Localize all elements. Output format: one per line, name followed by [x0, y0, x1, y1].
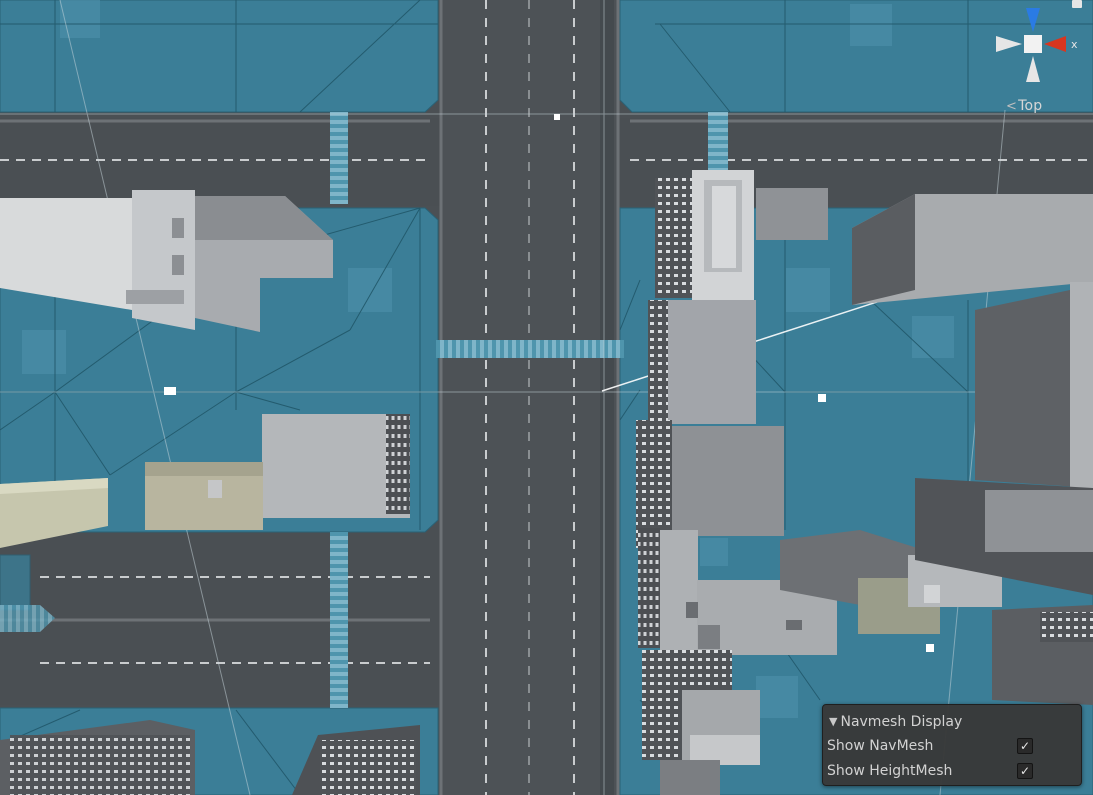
crosswalk-nw: [330, 112, 348, 204]
show-heightmesh-checkbox[interactable]: ✓: [1017, 763, 1033, 779]
show-navmesh-row: Show NavMesh ✓: [827, 735, 1077, 757]
orientation-gizmo[interactable]: x: [993, 0, 1093, 120]
gizmo-y-cone[interactable]: [1026, 56, 1040, 82]
show-heightmesh-label: Show HeightMesh: [827, 763, 953, 779]
collapse-triangle-icon[interactable]: ▼: [829, 715, 838, 728]
gizmo-center-cube[interactable]: [1024, 35, 1042, 53]
gizmo-x-cone[interactable]: [1044, 36, 1066, 52]
gizmo-z-cone[interactable]: [1026, 8, 1040, 32]
gizmo-corner-handle[interactable]: [1072, 0, 1082, 8]
navmesh-display-panel: ▼Navmesh Display Show NavMesh ✓ Show Hei…: [822, 704, 1082, 786]
crosswalk-sw: [330, 532, 348, 708]
show-heightmesh-row: Show HeightMesh ✓: [827, 760, 1077, 782]
navmesh-display-header[interactable]: ▼Navmesh Display: [829, 713, 962, 731]
gizmo-x-label: x: [1071, 38, 1078, 51]
crosswalk-ne: [708, 112, 728, 170]
show-navmesh-label: Show NavMesh: [827, 738, 934, 754]
navmesh-display-title: Navmesh Display: [840, 714, 963, 730]
buildings-left: [0, 190, 420, 795]
buildings-right: [636, 170, 1093, 795]
view-arrow-icon: <: [1006, 99, 1018, 114]
gizmo-neg-x-cone[interactable]: [996, 36, 1022, 52]
crosswalk-center: [436, 340, 624, 358]
road-southwest: [0, 530, 440, 705]
view-name: Top: [1018, 98, 1043, 114]
show-navmesh-checkbox[interactable]: ✓: [1017, 738, 1033, 754]
view-label[interactable]: <Top: [1006, 98, 1042, 114]
